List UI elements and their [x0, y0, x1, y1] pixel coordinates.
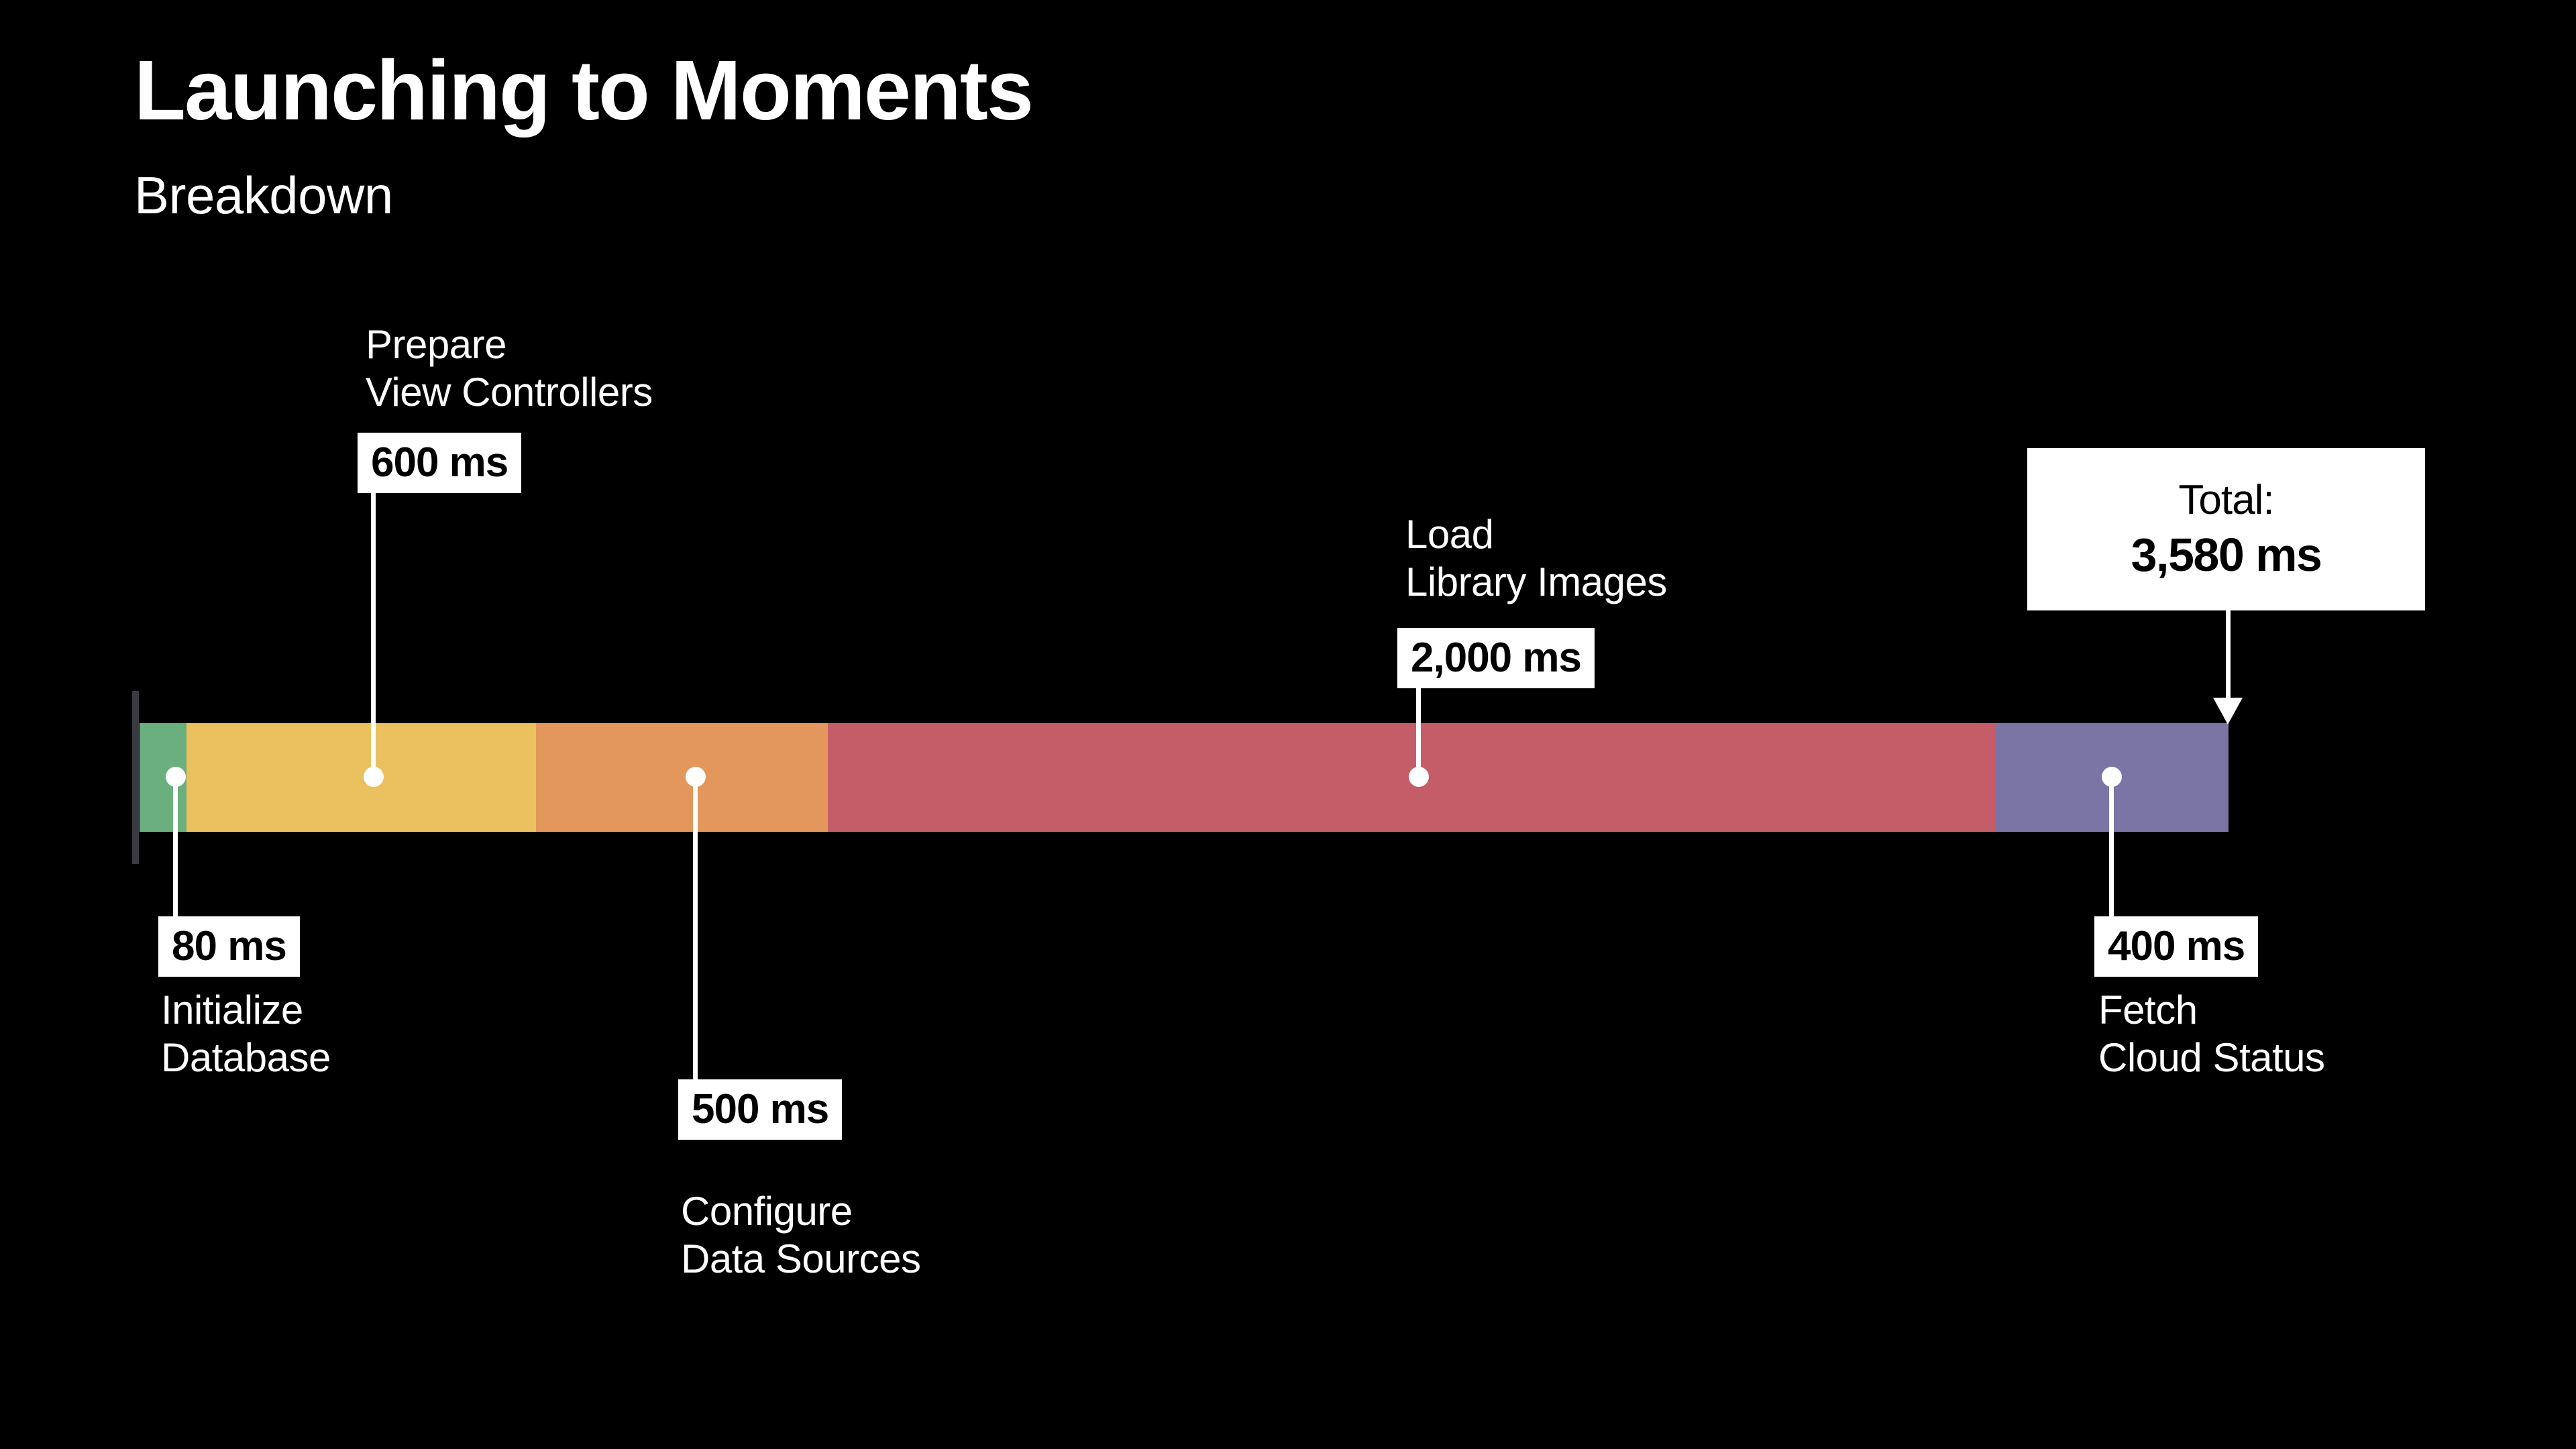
- caption-line2-configure-data-sources: Data Sources: [681, 1236, 921, 1281]
- callout-dot-prepare-view-controllers: [364, 767, 384, 787]
- callout-leader-initialize-database: [173, 777, 178, 916]
- value-badge-initialize-database[interactable]: 80 ms: [158, 916, 300, 977]
- total-label: Total:: [2178, 477, 2274, 523]
- total-arrow-shaft: [2226, 610, 2231, 710]
- total-arrow-head-icon: [2213, 698, 2243, 724]
- callout-dot-load-library-images: [1409, 767, 1429, 787]
- callout-leader-configure-data-sources: [693, 777, 698, 1079]
- caption-line1-configure-data-sources: Configure: [681, 1189, 853, 1234]
- caption-line1-fetch-cloud-status: Fetch: [2098, 987, 2198, 1032]
- caption-line2-load-library-images: Library Images: [1405, 559, 1667, 604]
- caption-line2-fetch-cloud-status: Cloud Status: [2098, 1035, 2325, 1080]
- total-callout-box[interactable]: Total: 3,580 ms: [2027, 448, 2425, 610]
- bar-segment-prepare-view-controllers[interactable]: [186, 723, 537, 832]
- value-badge-prepare-view-controllers[interactable]: 600 ms: [358, 433, 522, 493]
- callout-leader-load-library-images: [1416, 688, 1421, 777]
- bar-segment-configure-data-sources[interactable]: [536, 723, 828, 832]
- stacked-bar-chart: [140, 723, 2229, 832]
- caption-line2-initialize-database: Database: [161, 1035, 331, 1080]
- value-badge-fetch-cloud-status[interactable]: 400 ms: [2094, 916, 2259, 977]
- caption-line1-prepare-view-controllers: Prepare: [366, 322, 506, 367]
- value-badge-load-library-images[interactable]: 2,000 ms: [1397, 628, 1595, 688]
- axis-origin-tick: [132, 691, 139, 864]
- caption-line1-initialize-database: Initialize: [161, 987, 303, 1032]
- page-subtitle: Breakdown: [134, 166, 393, 225]
- caption-line2-prepare-view-controllers: View Controllers: [366, 370, 653, 415]
- callout-leader-prepare-view-controllers: [371, 493, 376, 777]
- total-value: 3,580 ms: [2131, 529, 2322, 581]
- callout-leader-fetch-cloud-status: [2109, 777, 2114, 916]
- page-title: Launching to Moments: [134, 43, 1034, 138]
- value-badge-configure-data-sources[interactable]: 500 ms: [678, 1079, 843, 1140]
- caption-line1-load-library-images: Load: [1405, 512, 1494, 557]
